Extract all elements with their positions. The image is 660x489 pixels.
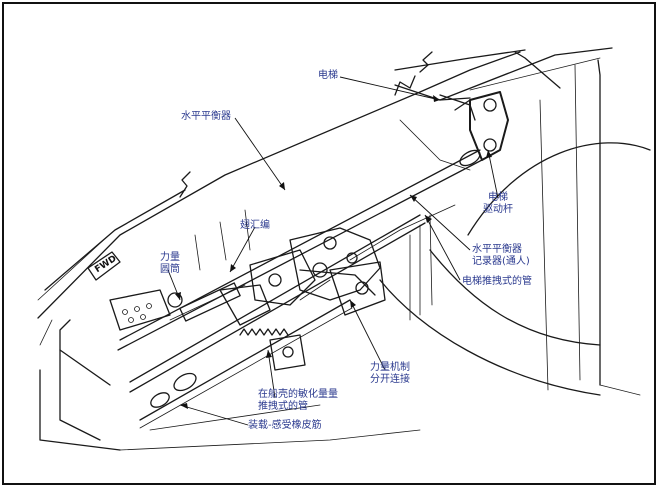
label-feel-cylinder: 力量 圆筒: [160, 252, 180, 276]
label-elevator: 电梯: [318, 70, 338, 81]
label-hull-push-pull-tube-line2: 推拽式的管: [258, 401, 308, 412]
label-elevator-push-pull-tube: 电梯推拽式的管: [462, 276, 532, 287]
stabilizer-structure: [37, 47, 651, 451]
label-feel-cylinder-line2: 圆筒: [160, 264, 180, 275]
label-spar-bracket: 翅汇编: [240, 220, 270, 231]
label-hull-push-pull-tube: 在船壳的敏化量量 推拽式的管: [258, 389, 338, 413]
label-elevator-drive-lever-line1: 电梯: [488, 192, 508, 203]
leader-lines: [167, 76, 499, 426]
feel-mechanism-cluster: [109, 209, 433, 371]
elevator-drive-lever: [439, 91, 509, 161]
label-stabilizer-recorder-line1: 水平平衡器: [472, 244, 522, 255]
label-feel-cylinder-line1: 力量: [160, 252, 180, 263]
label-feel-mechanism-disconnect-line2: 分开连接: [370, 374, 410, 385]
label-stabilizer-recorder: 水平平衡器 记录器(通人): [472, 244, 530, 268]
label-bungee-spring: 装载-感受橡皮筋: [248, 420, 322, 431]
label-hull-push-pull-tube-line1: 在船壳的敏化量量: [258, 389, 338, 400]
label-stabilizer-recorder-line2: 记录器(通人): [472, 256, 530, 267]
label-horizontal-stabilizer: 水平平衡器: [181, 111, 231, 122]
label-feel-mechanism-disconnect: 力量机制 分开连接: [370, 362, 410, 386]
label-feel-mechanism-disconnect-line1: 力量机制: [370, 362, 410, 373]
fwd-placard: FWD: [87, 251, 121, 281]
label-elevator-drive-lever: 电梯 驱动杆: [483, 192, 513, 216]
push-pull-tubes: [117, 149, 483, 429]
label-elevator-drive-lever-line2: 驱动杆: [483, 204, 513, 215]
